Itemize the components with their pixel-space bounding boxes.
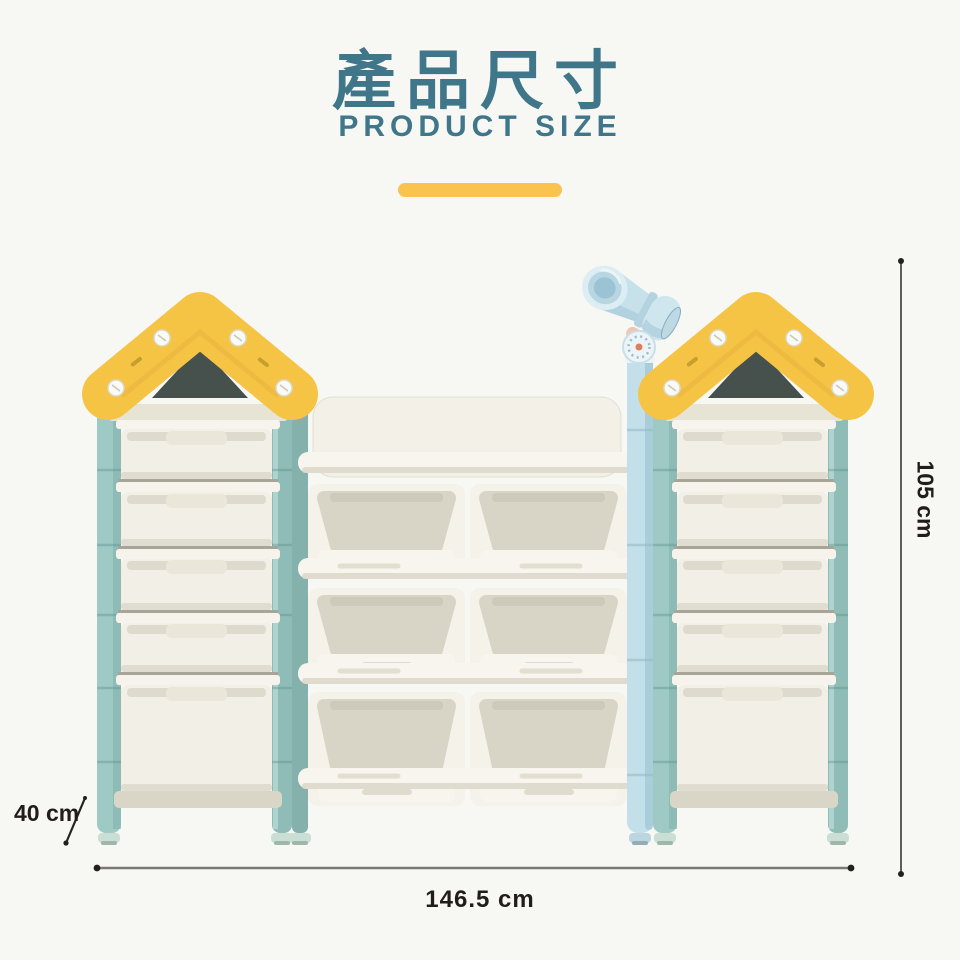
dimension-height-label: 105 cm [912, 460, 939, 539]
page-subtitle: PRODUCT SIZE [338, 110, 622, 143]
dimension-width-label: 146.5 cm [425, 886, 535, 913]
left-tower [97, 318, 293, 845]
middle-shelf [292, 396, 640, 833]
right-tower [653, 318, 849, 845]
telescope-post [289, 330, 655, 845]
dimension-depth-label: 40 cm [14, 800, 80, 826]
telescope-toy [581, 265, 682, 364]
page-title: 產品尺寸 [332, 45, 628, 117]
title-divider-bar [398, 183, 562, 197]
dimension-lines [63, 258, 904, 877]
